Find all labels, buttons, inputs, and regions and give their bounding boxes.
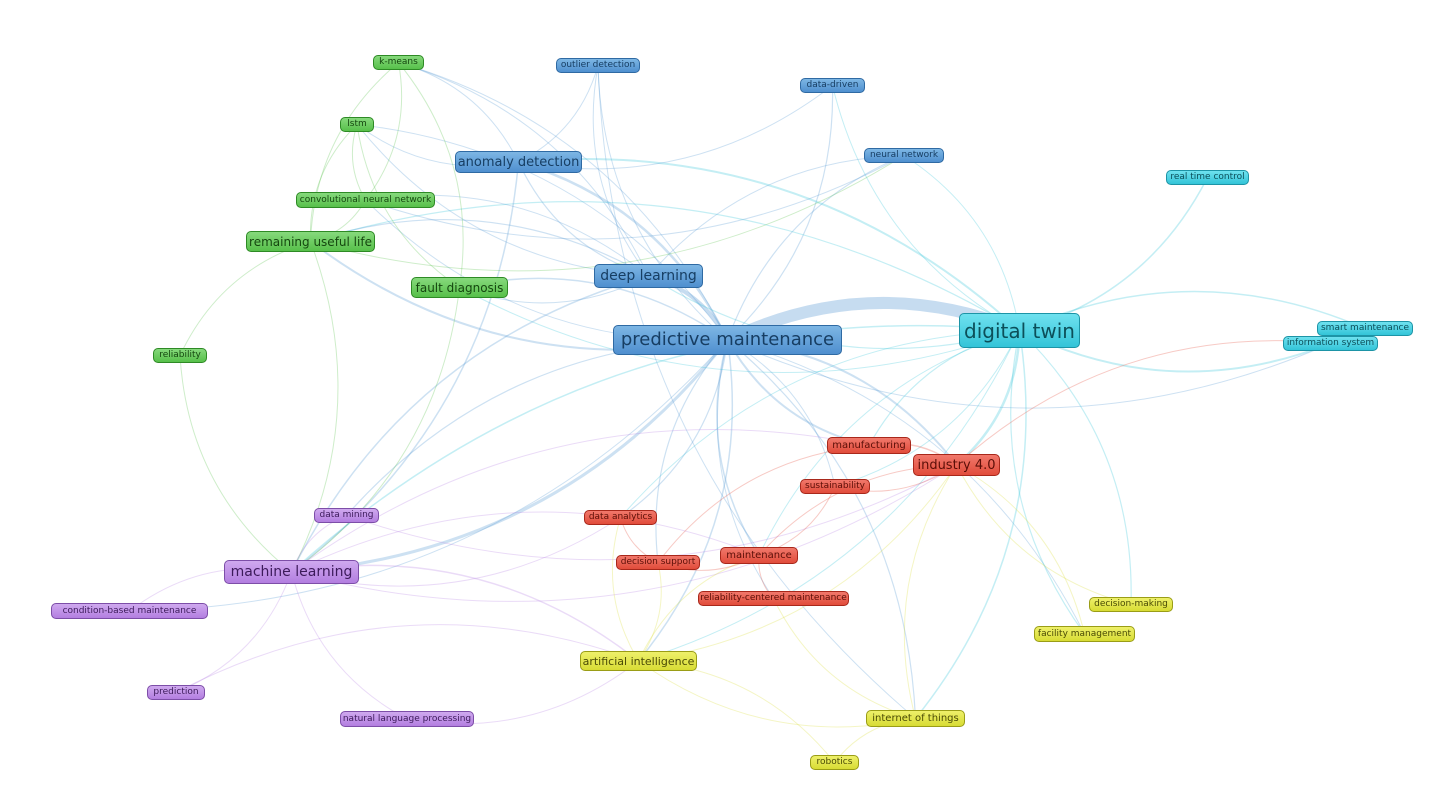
node-deep-learning[interactable]: deep learning	[594, 264, 703, 288]
link-remaining-useful-life-machine-learning	[291, 241, 339, 573]
node-data-mining[interactable]: data mining	[314, 508, 379, 523]
link-predictive-maintenance-cbm	[129, 339, 728, 612]
link-artificial-intelligence-robotics	[638, 660, 835, 763]
node-smart-maintenance[interactable]: smart maintenance	[1317, 321, 1413, 336]
link-anomaly-detection-k-means	[398, 62, 519, 163]
node-decision-making[interactable]: decision-making	[1089, 597, 1173, 612]
node-outlier-detection[interactable]: outlier detection	[556, 58, 640, 73]
link-predictive-maintenance-internet-of-things	[726, 339, 917, 720]
node-cnn[interactable]: convolutional neural network	[296, 192, 435, 208]
node-industry-40[interactable]: industry 4.0	[913, 454, 1000, 476]
node-rcm[interactable]: reliability-centered maintenance	[698, 591, 849, 606]
link-deep-learning-remaining-useful-life	[309, 219, 650, 277]
link-neural-network-cnn	[365, 155, 905, 240]
link-prediction-artificial-intelligence	[175, 624, 639, 693]
link-remaining-useful-life-k-means	[310, 62, 399, 242]
link-fault-diagnosis-machine-learning	[291, 287, 460, 573]
link-remaining-useful-life-reliability	[179, 241, 311, 356]
link-predictive-maintenance-machine-learning	[290, 338, 729, 574]
node-anomaly-detection[interactable]: anomaly detection	[455, 151, 582, 173]
link-predictive-maintenance-data-driven	[726, 84, 834, 341]
link-predictive-maintenance-information-system	[727, 339, 1331, 409]
link-artificial-intelligence-data-analytics	[611, 517, 639, 662]
link-digital-twin-machine-learning	[290, 324, 1021, 573]
link-decision-making-industry-40	[956, 464, 1132, 605]
link-internet-of-things-industry-40	[903, 464, 957, 719]
link-anomaly-detection-machine-learning	[290, 161, 520, 573]
link-predictive-maintenance-maintenance	[716, 339, 760, 557]
link-machine-learning-industry-40	[291, 464, 957, 602]
node-nlp[interactable]: natural language processing	[340, 711, 474, 727]
link-sustainability-maintenance	[758, 486, 836, 556]
link-machine-learning-nlp	[291, 571, 408, 720]
link-digital-twin-fault-diagnosis	[459, 287, 1020, 373]
node-robotics[interactable]: robotics	[810, 755, 859, 770]
link-digital-twin-neural-network	[903, 155, 1020, 331]
link-digital-twin-industry-40	[955, 329, 1021, 467]
link-predictive-maintenance-neural-network	[726, 154, 905, 341]
node-artificial-intelligence[interactable]: artificial intelligence	[580, 651, 697, 671]
node-data-analytics[interactable]: data analytics	[584, 510, 657, 525]
node-neural-network[interactable]: neural network	[864, 148, 944, 163]
link-anomaly-detection-outlier-detection	[518, 65, 599, 163]
link-reliability-machine-learning	[179, 355, 292, 573]
link-predictive-maintenance-data-analytics	[619, 339, 729, 519]
link-k-means-cnn	[365, 62, 403, 201]
node-machine-learning[interactable]: machine learning	[224, 560, 359, 584]
node-reliability[interactable]: reliability	[153, 348, 207, 363]
node-k-means[interactable]: k-means	[373, 55, 424, 70]
node-predictive-maintenance[interactable]: predictive maintenance	[613, 325, 842, 355]
link-facility-management-industry-40	[956, 464, 1085, 635]
node-fault-diagnosis[interactable]: fault diagnosis	[411, 277, 508, 298]
link-predictive-maintenance-decision-support	[655, 339, 729, 564]
link-digital-twin-sustainability	[834, 330, 1020, 487]
link-digital-twin-facility-management	[1010, 329, 1086, 635]
link-digital-twin-artificial-intelligence	[638, 330, 1020, 662]
link-remaining-useful-life-neural-network	[310, 155, 905, 272]
node-maintenance[interactable]: maintenance	[720, 547, 798, 564]
link-digital-twin-anomaly-detection	[517, 157, 1021, 332]
node-sustainability[interactable]: sustainability	[800, 479, 870, 494]
node-internet-of-things[interactable]: internet of things	[866, 710, 965, 727]
link-digital-twin-remaining-useful-life	[309, 201, 1021, 332]
node-remaining-useful-life[interactable]: remaining useful life	[246, 231, 375, 252]
node-digital-twin[interactable]: digital twin	[959, 313, 1080, 348]
link-deep-learning-k-means	[398, 62, 649, 277]
node-decision-support[interactable]: decision support	[616, 555, 700, 570]
link-industry-40-information-system	[956, 340, 1331, 466]
link-digital-twin-decision-making	[1018, 329, 1132, 606]
node-real-time-control[interactable]: real time control	[1166, 170, 1249, 185]
link-fault-diagnosis-k-means	[398, 62, 464, 288]
link-predictive-maintenance-data-mining	[345, 339, 729, 517]
link-machine-learning-manufacturing	[291, 429, 870, 573]
link-predictive-maintenance-anomaly-detection	[517, 160, 729, 342]
link-predictive-maintenance-facility-management	[727, 339, 1085, 635]
node-information-system[interactable]: information system	[1283, 336, 1378, 351]
link-digital-twin-internet-of-things	[914, 329, 1027, 720]
node-data-driven[interactable]: data-driven	[800, 78, 865, 93]
link-digital-twin-data-driven	[832, 85, 1020, 331]
link-predictive-maintenance-lstm	[356, 124, 728, 341]
node-manufacturing[interactable]: manufacturing	[827, 437, 911, 454]
link-predictive-maintenance-artificial-intelligence	[637, 339, 733, 662]
link-artificial-intelligence-maintenance	[638, 555, 760, 662]
link-remaining-useful-life-lstm	[309, 124, 358, 242]
link-fault-diagnosis-lstm	[356, 124, 460, 288]
link-deep-learning-anomaly-detection	[517, 161, 650, 277]
node-facility-management[interactable]: facility management	[1034, 626, 1135, 642]
link-machine-learning-prediction	[175, 571, 292, 693]
link-predictive-maintenance-outlier-detection	[597, 65, 728, 341]
link-digital-twin-smart-maintenance	[1018, 290, 1366, 332]
link-digital-twin-real-time-control	[1018, 176, 1209, 332]
link-deep-learning-outlier-detection	[592, 65, 649, 277]
link-predictive-maintenance-rcm	[716, 339, 774, 599]
link-machine-learning-maintenance	[291, 511, 760, 573]
link-digital-twin-data-analytics	[620, 330, 1020, 518]
node-prediction[interactable]: prediction	[147, 685, 205, 700]
node-lstm[interactable]: lstm	[340, 117, 374, 132]
node-cbm[interactable]: condition-based maintenance	[51, 603, 208, 619]
link-outlier-detection-internet-of-things	[597, 65, 916, 719]
